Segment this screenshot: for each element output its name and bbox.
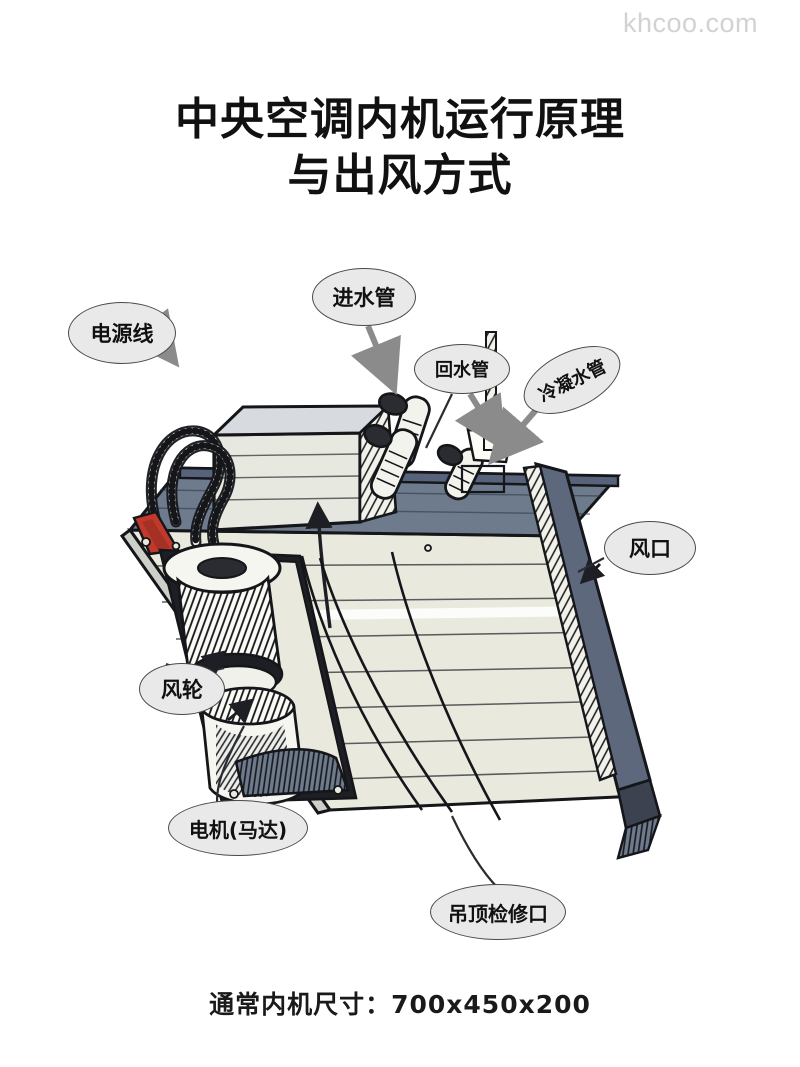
leader-access-panel — [451, 815, 499, 889]
leader-water-return — [425, 393, 453, 449]
size-caption: 通常内机尺寸：700x450x200 — [209, 990, 591, 1019]
callout-air-outlet[interactable]: 风口 — [604, 521, 696, 575]
leader-water-inlet — [350, 324, 401, 396]
diagram-svg — [119, 308, 662, 889]
callout-motor-label: 电机(马达) — [188, 817, 288, 842]
access-panel-seams — [300, 551, 502, 821]
callout-fan-wheel[interactable]: 风轮 — [139, 663, 225, 715]
top-panel-hatch — [460, 464, 506, 494]
pipe-return — [363, 423, 419, 500]
callout-air-outlet-label: 风口 — [629, 537, 671, 561]
leader-condensate — [488, 406, 544, 466]
callout-water-return-label: 回水管 — [435, 360, 489, 381]
callout-fan-wheel-label: 风轮 — [161, 678, 203, 702]
power-cable — [145, 425, 236, 550]
hx-front-face — [212, 431, 362, 532]
indoor-unit-body — [119, 331, 662, 860]
motor-arrow — [227, 698, 255, 723]
callout-water-inlet-label: 进水管 — [332, 286, 396, 310]
callout-access-panel[interactable]: 吊顶检修口 — [430, 884, 566, 940]
callout-power-cable-label: 电源线 — [90, 322, 154, 346]
callout-motor[interactable]: 电机(马达) — [168, 800, 308, 856]
terminal-highlight — [142, 519, 170, 550]
callout-water-return[interactable]: 回水管 — [414, 344, 510, 394]
title-line-1: 中央空调内机运行原理 — [175, 94, 625, 145]
title-line-2: 与出风方式 — [287, 150, 513, 202]
callout-water-inlet[interactable]: 进水管 — [312, 268, 416, 326]
air-outlet-slot — [522, 461, 662, 860]
heat-exchanger-box — [210, 403, 398, 532]
watermark: khcoo.com — [622, 8, 758, 38]
callout-access-panel-label: 吊顶检修口 — [448, 901, 548, 926]
corner-screws — [141, 537, 432, 799]
diagram-illustration — [0, 250, 800, 970]
return-air-grille — [234, 748, 350, 798]
page-title: 中央空调内机运行原理 与出风方式 — [0, 92, 800, 205]
outlet-arrow — [579, 558, 606, 585]
leader-air-outlet — [577, 557, 605, 573]
callout-power-cable[interactable]: 电源线 — [68, 302, 176, 364]
